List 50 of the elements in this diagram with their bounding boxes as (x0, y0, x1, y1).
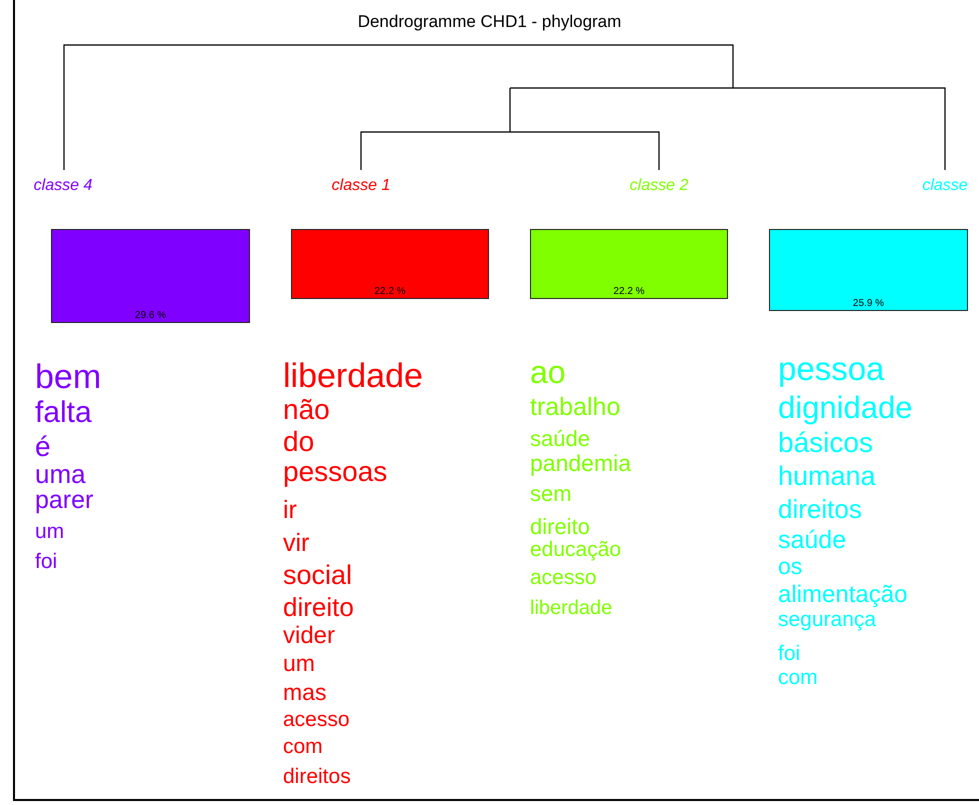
class-label: classe (922, 178, 968, 194)
word-label: trabalho (530, 395, 620, 420)
word-label: é (35, 432, 51, 461)
class-label: classe 1 (332, 178, 390, 194)
word-label: vir (283, 531, 310, 556)
word-label: educação (530, 539, 622, 560)
word-label: direito (530, 516, 590, 538)
word-label: humana (778, 463, 876, 490)
word-label: alimentação (778, 582, 908, 607)
word-label: acesso (283, 709, 350, 730)
word-label: com (778, 667, 818, 688)
word-label: foi (778, 643, 800, 664)
word-label: vider (283, 624, 336, 648)
word-label: pessoa (778, 352, 884, 385)
word-label: pessoas (283, 458, 388, 486)
word-label: parer (35, 488, 94, 514)
word-label: uma (35, 460, 86, 487)
word-label: básicos (778, 428, 873, 457)
word-label: saúde (778, 528, 846, 554)
chart-title: Dendrogramme CHD1 - phylogram (358, 12, 622, 31)
word-label: com (283, 736, 323, 758)
percentage-label: 22.2 % (374, 287, 406, 297)
class-label: classe 4 (34, 178, 92, 194)
percentage-label: 29.6 % (134, 311, 166, 321)
word-label: ir (283, 498, 297, 524)
word-label: do (283, 428, 314, 456)
word-label: pandemia (530, 452, 632, 476)
word-label: direitos (283, 766, 351, 788)
word-label: saúde (530, 428, 590, 450)
word-label: não (283, 396, 330, 424)
percentage-label: 25.9 % (852, 299, 884, 309)
word-label: foi (35, 551, 58, 572)
word-label: segurança (778, 609, 876, 630)
word-label: um (35, 521, 64, 542)
word-label: falta (35, 398, 92, 428)
word-label: um (283, 652, 315, 676)
word-label: sem (530, 482, 572, 505)
word-label: bem (35, 360, 102, 394)
word-label: acesso (530, 567, 597, 588)
word-label: social (283, 562, 352, 590)
word-label: direitos (778, 496, 862, 522)
word-label: dignidade (778, 392, 912, 423)
percentage-label: 22.2 % (613, 287, 645, 297)
word-label: direito (283, 594, 354, 620)
word-label: liberdade (530, 598, 612, 618)
word-label: ao (530, 356, 566, 388)
word-label: liberdade (283, 359, 423, 394)
class-label: classe 2 (630, 178, 688, 194)
word-label: os (778, 555, 802, 578)
word-label: mas (283, 681, 326, 704)
